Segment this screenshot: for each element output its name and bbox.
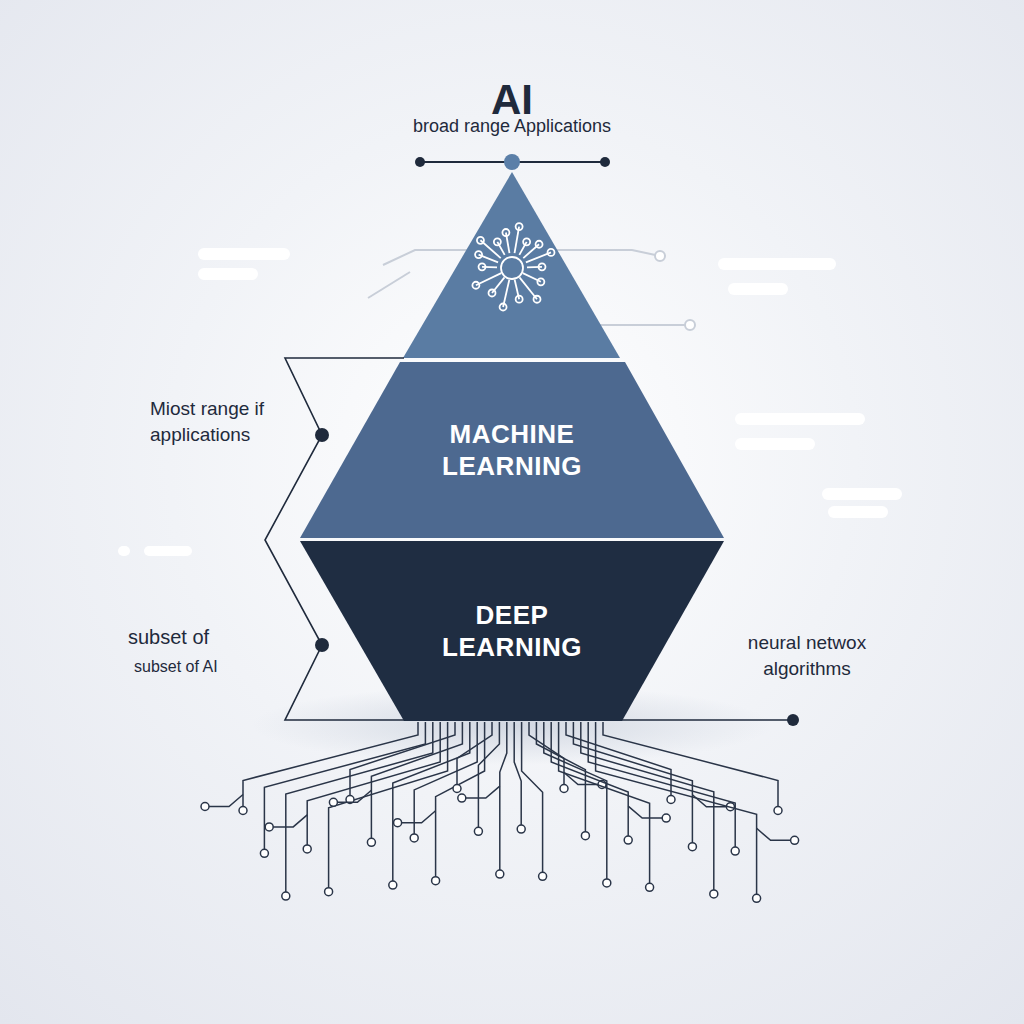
right-leader <box>620 714 799 726</box>
pyramid-band: MACHINE LEARNING <box>298 362 726 538</box>
side-note: Miost range if applications <box>150 396 278 447</box>
band-shape <box>298 541 726 721</box>
top-bracket <box>415 154 610 170</box>
band-shape <box>298 362 726 538</box>
side-note: neural netwox algorithms <box>712 630 902 681</box>
band-label: DEEP LEARNING <box>417 599 607 664</box>
side-note: subset of AI <box>134 656 274 678</box>
circuit-roots <box>201 722 799 902</box>
subtitle: broad range Applications <box>322 114 702 138</box>
pyramid-band: DEEP LEARNING <box>298 541 726 721</box>
band-label: MACHINE LEARNING <box>417 418 607 483</box>
ai-icon <box>472 223 554 310</box>
side-note: subset of <box>128 624 268 651</box>
top-triangle <box>403 172 620 358</box>
